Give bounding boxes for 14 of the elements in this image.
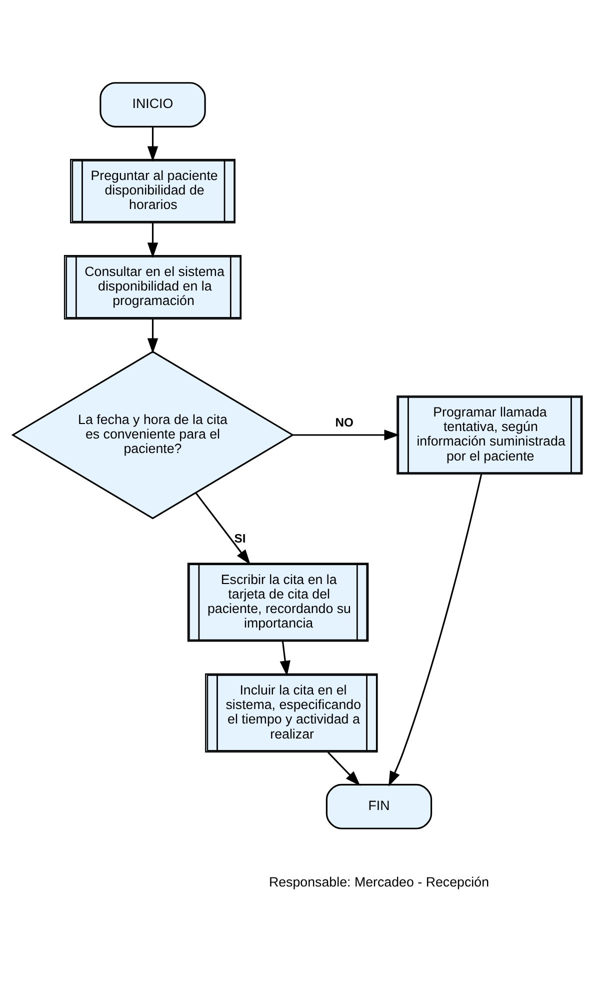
edge-label: NO — [335, 415, 354, 430]
arrow — [147, 318, 158, 354]
node-box: INICIO — [100, 82, 206, 128]
arrow — [280, 641, 290, 676]
arrow — [388, 474, 482, 787]
arrow — [147, 126, 158, 162]
arrow — [292, 430, 400, 440]
arrow — [327, 752, 360, 786]
label: Responsable: Mercadeo - Recepción — [268, 874, 490, 890]
node-box: FIN — [326, 784, 432, 830]
arrow — [147, 223, 158, 258]
arrow — [195, 492, 250, 565]
edge-label: SI — [234, 532, 246, 546]
node-diamond: La fecha y hora de la cita es conveniente para el paciente? — [11, 350, 294, 520]
